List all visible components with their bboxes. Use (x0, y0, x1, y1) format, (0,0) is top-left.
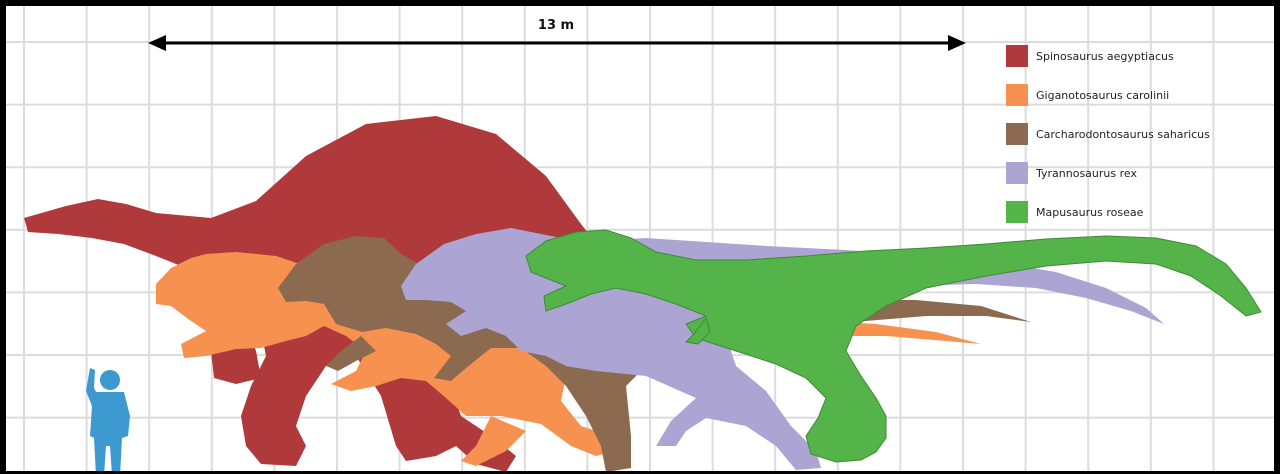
legend: Spinosaurus aegyptiacus Giganotosaurus c… (1006, 42, 1280, 237)
human-silhouette (86, 368, 130, 474)
legend-label: Mapusaurus roseae (1036, 206, 1143, 219)
legend-label: Carcharodontosaurus saharicus (1036, 128, 1210, 141)
legend-label: Giganotosaurus carolinii (1036, 89, 1169, 102)
legend-swatch (1006, 123, 1028, 145)
scale-label: 13 m (526, 18, 586, 33)
legend-item-spinosaurus: Spinosaurus aegyptiacus (1006, 42, 1280, 70)
scale-arrow (148, 35, 966, 51)
legend-label: Spinosaurus aegyptiacus (1036, 50, 1174, 63)
legend-label: Tyrannosaurus rex (1036, 167, 1137, 180)
legend-swatch (1006, 84, 1028, 106)
legend-swatch (1006, 201, 1028, 223)
legend-swatch (1006, 45, 1028, 67)
legend-item-carcharodontosaurus: Carcharodontosaurus saharicus (1006, 120, 1280, 148)
legend-item-giganotosaurus: Giganotosaurus carolinii (1006, 81, 1280, 109)
legend-item-mapusaurus: Mapusaurus roseae (1006, 198, 1280, 226)
legend-swatch (1006, 162, 1028, 184)
legend-item-tyrannosaurus: Tyrannosaurus rex (1006, 159, 1280, 187)
